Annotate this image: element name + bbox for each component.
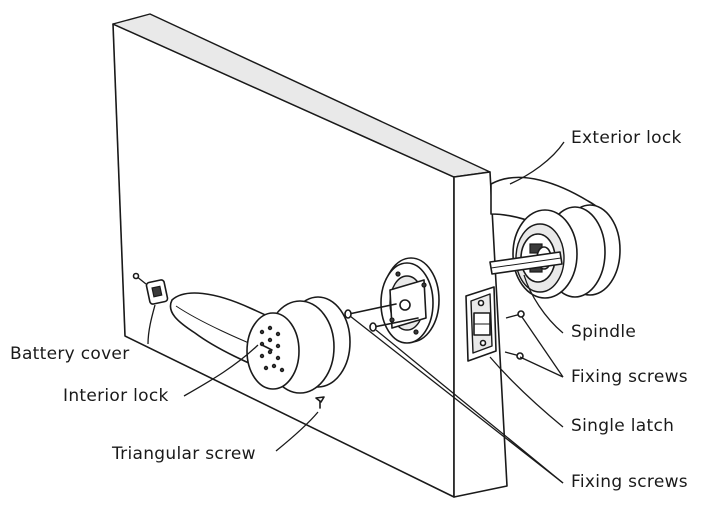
interior-lock-drawing <box>169 292 351 394</box>
leader-lines <box>147 141 565 484</box>
label-battery-cover: Battery cover <box>10 344 130 364</box>
label-single-latch: Single latch <box>571 416 675 436</box>
label-spindle: Spindle <box>571 322 637 342</box>
door-slab <box>112 13 508 498</box>
keypad-dots <box>259 325 285 373</box>
exterior-lock-drawing <box>490 176 621 299</box>
label-fixing-screws-right: Fixing screws <box>571 367 688 387</box>
latch-fixing-screws <box>504 310 525 360</box>
single-latch-drawing <box>465 286 497 362</box>
label-fixing-screws-bottom: Fixing screws <box>571 472 688 492</box>
label-triangular-screw: Triangular screw <box>112 444 256 464</box>
label-exterior-lock: Exterior lock <box>571 128 682 148</box>
battery-cover-drawing <box>132 272 169 305</box>
triangular-screw-drawing <box>315 396 325 409</box>
spindle-drawing <box>489 251 563 275</box>
label-interior-lock: Interior lock <box>63 386 169 406</box>
long-fixing-screws <box>344 303 419 332</box>
